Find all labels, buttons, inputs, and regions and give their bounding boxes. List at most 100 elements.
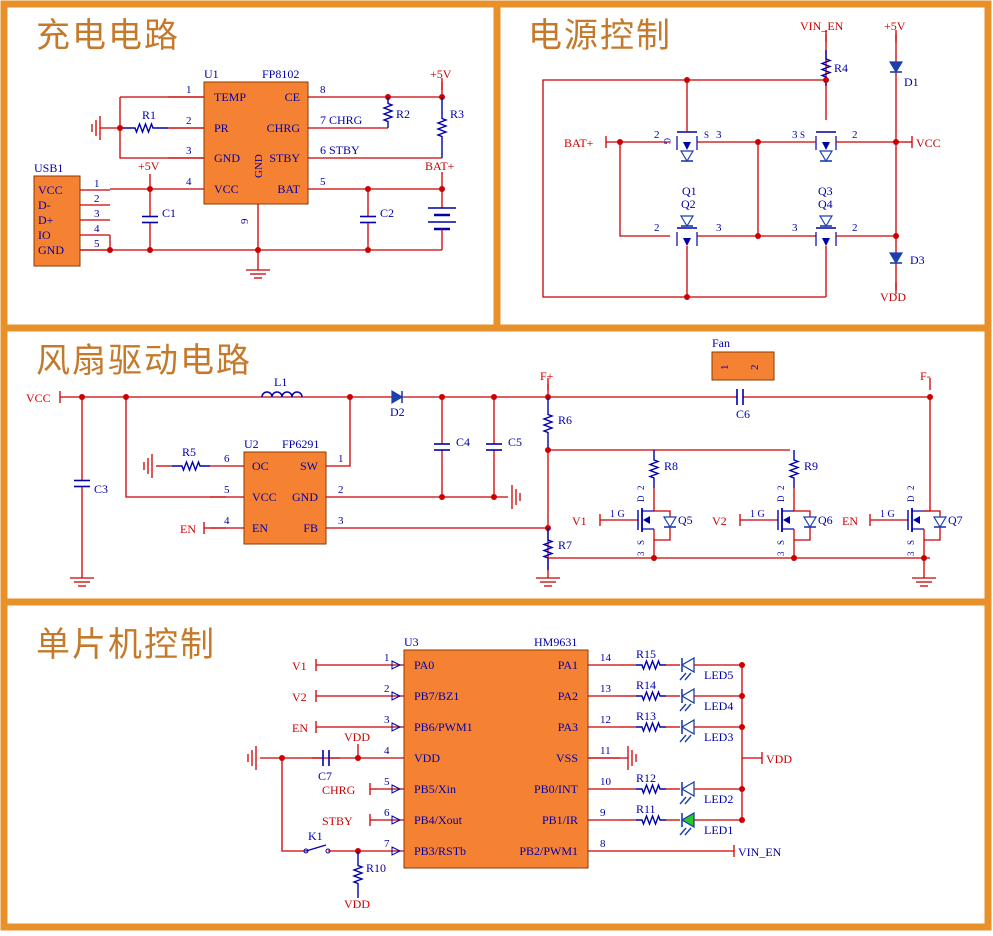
u2-pin-name: EN xyxy=(252,521,268,535)
body-diode-q1 xyxy=(679,150,695,163)
u3-pin-num: 8 xyxy=(600,838,606,850)
led-4-ray xyxy=(679,703,687,712)
usb-pin-4: GND xyxy=(38,243,64,257)
u3-pin-num: 4 xyxy=(384,745,390,757)
junction-dot xyxy=(684,294,690,300)
u2-pin-num: 6 xyxy=(224,453,230,465)
q1-pin: S xyxy=(704,130,709,140)
r8-label: R8 xyxy=(664,459,678,473)
q6-pin: 1 G xyxy=(750,509,765,520)
q4-pin: 3 xyxy=(792,222,798,234)
u1-part: FP8102 xyxy=(262,67,299,81)
q7-pin: 3 xyxy=(906,551,916,556)
led-3-ray xyxy=(679,734,687,743)
led-5 xyxy=(680,656,695,674)
k1-label: K1 xyxy=(308,829,323,843)
usb-ref: USB1 xyxy=(34,161,63,175)
wire xyxy=(326,397,351,467)
r10-label: R10 xyxy=(366,861,386,875)
u1-pin-name: CHRG xyxy=(267,121,301,135)
q5-gate-net: V1 xyxy=(572,514,587,528)
c5-label: C5 xyxy=(508,435,522,449)
led-5-ray xyxy=(684,672,692,681)
net-stby: 6 STBY xyxy=(320,143,360,157)
r3-label: R3 xyxy=(450,107,464,121)
u3-pin-num: 6 xyxy=(384,807,390,819)
u3-pin-name: PA0 xyxy=(414,658,434,672)
resistor-r11 xyxy=(636,814,666,826)
led-4-ray xyxy=(684,703,692,712)
q6-pin: S xyxy=(776,540,786,545)
c3-label: C3 xyxy=(94,482,108,496)
q6-pin: 2 xyxy=(776,486,786,491)
wire xyxy=(125,397,226,498)
vdd-label: VDD xyxy=(344,730,370,744)
led-1-ray xyxy=(684,827,692,836)
u3-part: HM9631 xyxy=(534,635,577,649)
resistor-label: R15 xyxy=(636,647,656,661)
u2-pin-name: OC xyxy=(252,459,269,473)
u3-pin-num: 3 xyxy=(384,714,390,726)
body-diode-q2 xyxy=(679,215,695,228)
q7-pin: 1 G xyxy=(880,509,895,520)
q1-pin: 3 xyxy=(716,129,722,141)
led-label: LED3 xyxy=(704,730,733,744)
r7-label: R7 xyxy=(558,538,572,552)
resistor-r15 xyxy=(636,659,666,671)
diode-d2 xyxy=(391,389,404,405)
q6-pin: D xyxy=(776,495,786,502)
led-1 xyxy=(680,811,695,829)
u3-pin-num: 5 xyxy=(384,776,390,788)
d2-label: D2 xyxy=(390,405,405,419)
u2-pin-num: 2 xyxy=(338,484,344,496)
led-2-ray xyxy=(679,796,687,805)
u3-pin-name: PB4/Xout xyxy=(414,813,463,827)
wire xyxy=(281,758,306,852)
body-diode-q3 xyxy=(818,150,834,163)
resistor-r1 xyxy=(120,122,168,134)
mosfet-q6-arrow xyxy=(783,516,790,524)
junction-dot xyxy=(684,77,690,83)
resistor-r2 xyxy=(382,97,394,128)
u3-pin-num: 12 xyxy=(600,714,611,726)
q4-label: Q4 xyxy=(818,197,833,211)
q3-pin: S xyxy=(800,130,805,140)
u2-ref: U2 xyxy=(244,437,259,451)
q3-pin: 3 xyxy=(792,129,798,141)
q5-body-diode xyxy=(662,516,678,529)
q7-gate-net: EN xyxy=(842,514,858,528)
usb-pin-0: VCC xyxy=(38,183,63,197)
net-chrg: 7 CHRG xyxy=(320,113,363,127)
u1-pin-num: 8 xyxy=(320,84,326,96)
q6-pin: 3 xyxy=(776,551,786,556)
u1-pin-name: BAT xyxy=(277,182,300,196)
usb-pin-1: D- xyxy=(38,198,51,212)
u1-pin-num: 1 xyxy=(186,84,192,96)
q1-label: Q1 xyxy=(682,184,697,198)
wire xyxy=(654,510,671,541)
chip-u2 xyxy=(243,451,327,545)
r5-label: R5 xyxy=(182,445,196,459)
q7-pin: D xyxy=(906,495,916,502)
resistor-r6 xyxy=(542,397,554,450)
q6-body-diode xyxy=(802,516,818,529)
r4-label: R4 xyxy=(834,61,848,75)
u3-pin-name: PA1 xyxy=(558,658,578,672)
wire xyxy=(924,397,931,512)
q1-pin: G xyxy=(662,138,672,145)
chip-u1 xyxy=(203,81,309,205)
fminus-label: F- xyxy=(920,369,931,383)
resistor-r13 xyxy=(636,721,666,733)
r9-label: R9 xyxy=(804,459,818,473)
plus5v-label: +5V xyxy=(430,67,452,81)
mcu-net-2: EN xyxy=(292,721,308,735)
u2-pin-name: FB xyxy=(303,521,318,535)
resistor-r10 xyxy=(352,851,364,898)
switch-contact xyxy=(303,848,309,854)
charging-panel-title: 充电电路 xyxy=(36,16,180,56)
q5-pin: D xyxy=(636,495,646,502)
resistor-r14 xyxy=(636,690,666,702)
